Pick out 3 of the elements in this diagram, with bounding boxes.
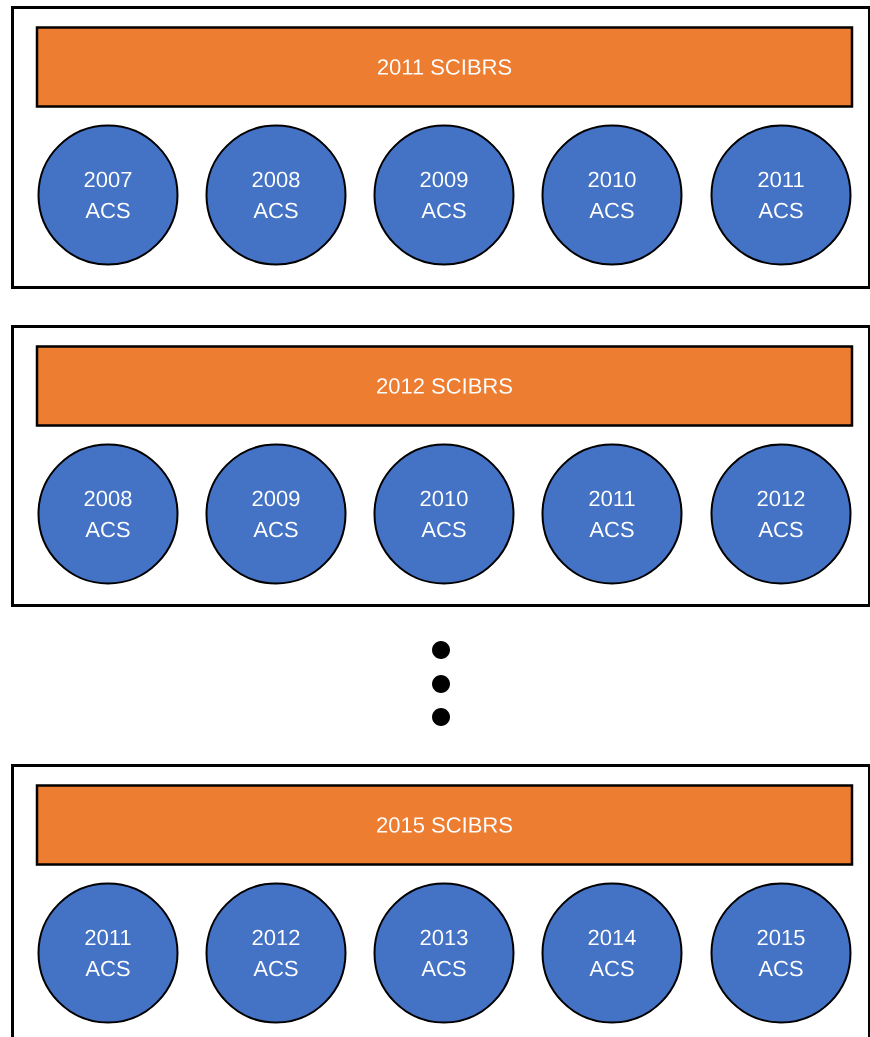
title-bar: 2012 SCIBRS (35, 345, 854, 427)
title-bar: 2011 SCIBRS (35, 26, 854, 108)
title-bar: 2015 SCIBRS (35, 784, 854, 866)
